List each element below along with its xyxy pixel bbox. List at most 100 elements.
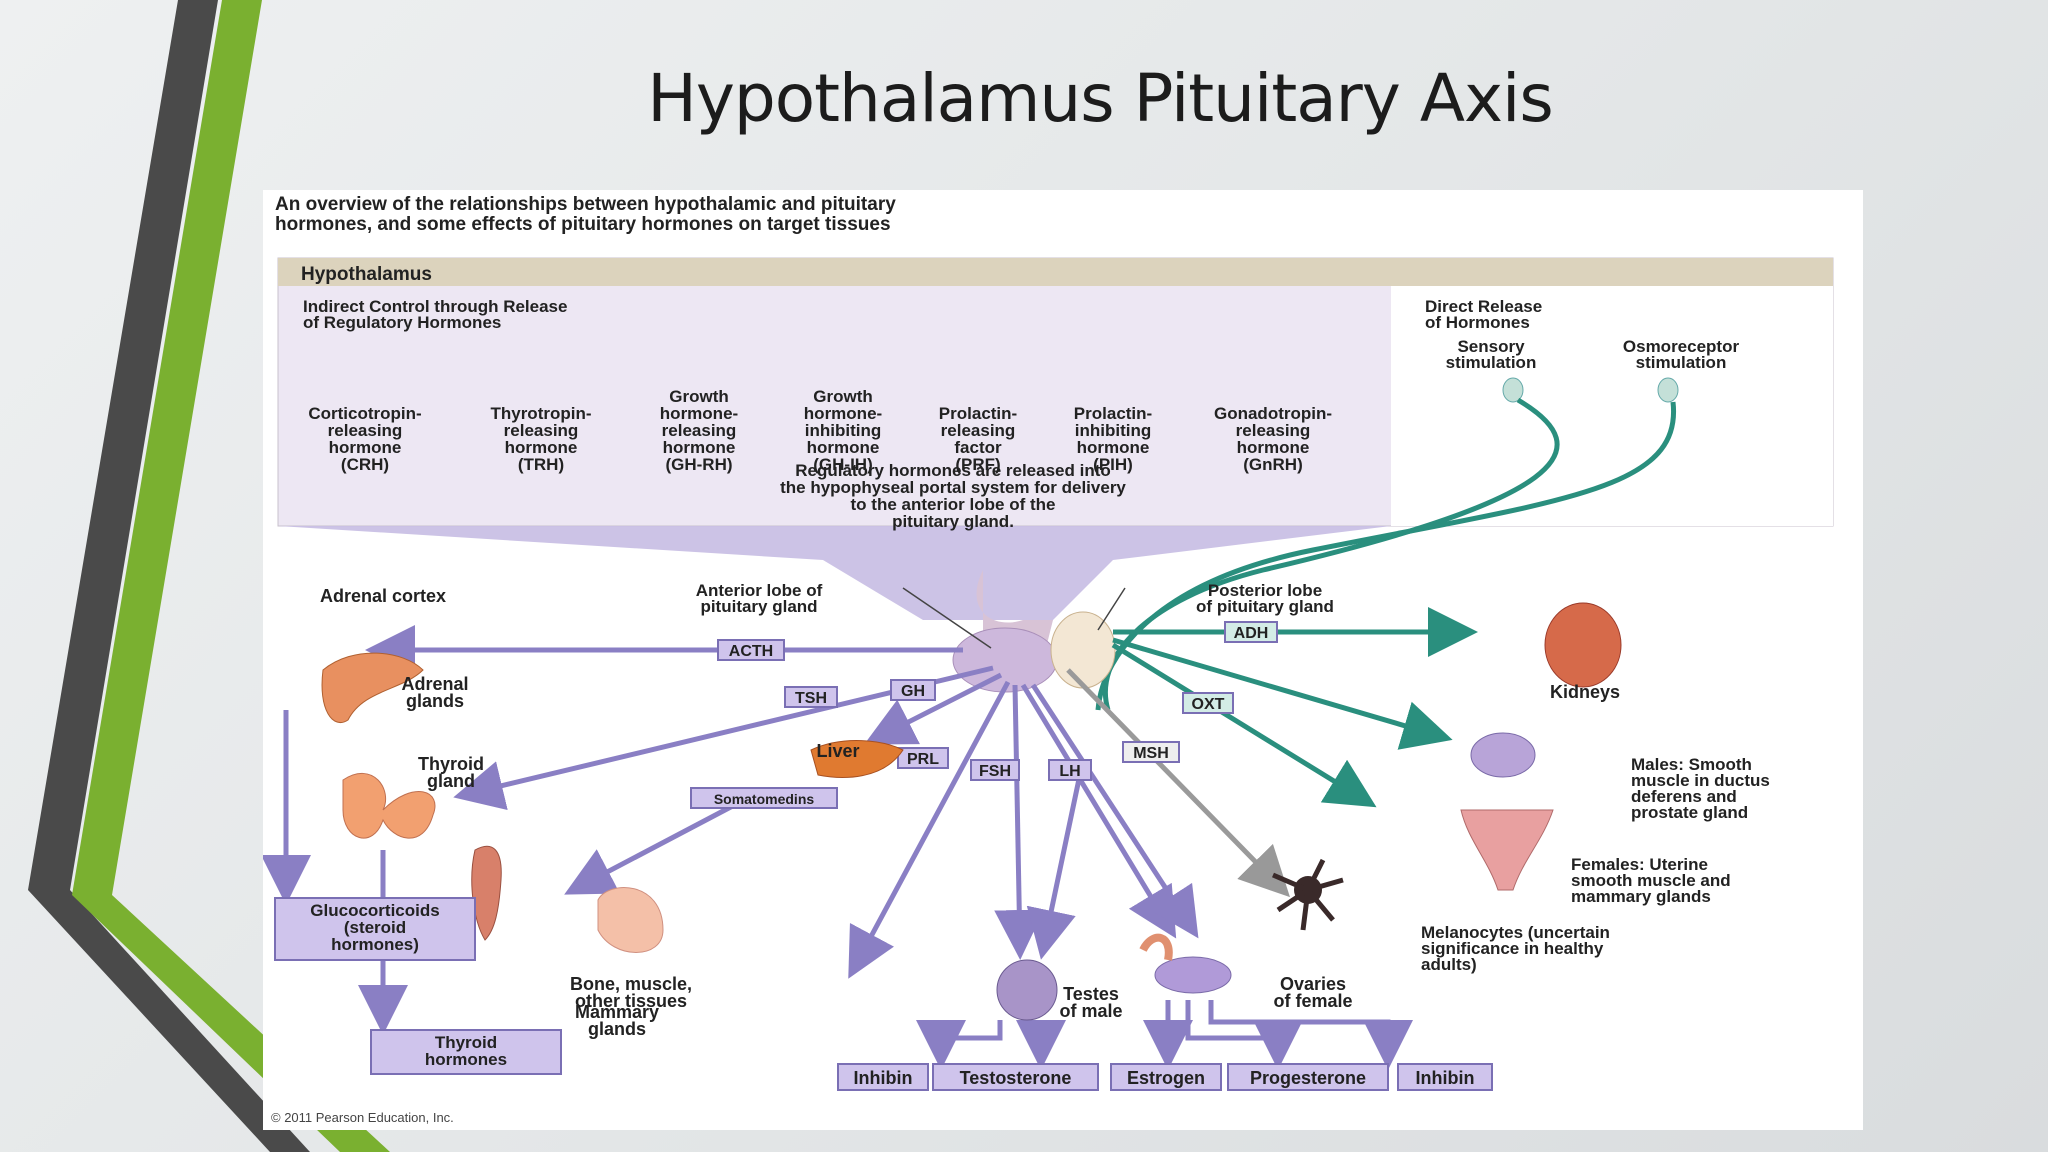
stimulus-labels: SensorystimulationOsmoreceptorstimulatio… [1446,337,1740,372]
fsh-arrow-testes [994,684,1045,960]
regulatory-note-line-2: the hypophyseal portal system for delive… [780,478,1126,497]
hypothalamic-hormone-7-line-2: releasing [1236,421,1311,440]
adrenal-glands-label-line-2: glands [406,691,464,711]
hypothalamic-hormone-4-line-2: hormone- [804,404,882,423]
direct-release-panel [1391,286,1833,526]
hypothalamic-hormone-1-line-4: (CRH) [341,455,389,474]
glucocorticoids-label-line-1: Glucocorticoids [310,901,439,920]
hypothalamic-hormone-3-line-1: Growth [669,387,729,406]
prl-arrow [848,680,1011,979]
mammary-glands-label-line-2: glands [588,1019,646,1039]
tag-acth: ACTH [729,643,773,660]
dark-accent-bar [28,0,310,1152]
tag-gh: GH [901,683,925,700]
product-boxes: Glucocorticoids(steroidhormones)Thyroidh… [274,897,1493,1091]
hypothalamus-header: Hypothalamus [301,264,432,285]
posterior-lobe-leader [1097,587,1126,631]
sensory-neuron-icon [1502,377,1524,403]
bone-muscle-label-line-1: Bone, muscle, [570,974,692,994]
kidneys-label: Kidneys [1550,682,1620,702]
anterior-lobe-label-line-2: pituitary gland [700,597,817,616]
testes-label-line-2: of male [1059,1001,1122,1021]
fallopian-tube-icon [1139,933,1173,961]
testosterone-label: Testosterone [960,1068,1072,1088]
hypothalamic-hormone-1-line-3: hormone [329,438,402,457]
hypothalamic-hormone-7-line-4: (GnRH) [1243,455,1302,474]
adrenal-glands-label-line-1: Adrenal [401,674,468,694]
ovaries-inhibin-arrow [1208,1000,1413,1070]
regulatory-note: Regulatory hormones are released intothe… [780,461,1126,531]
progesterone-box [1227,1063,1389,1091]
slide-title: Hypothalamus Pituitary Axis [647,60,1554,137]
adrenal-gland-icon [321,652,424,723]
hypothalamic-hormone-6-line-1: Prolactin- [1074,404,1152,423]
uterus-icon [1460,809,1554,891]
figure-caption-line1: An overview of the relationships between… [275,194,896,215]
lh-arrow-ovaries [1030,683,1199,939]
tag-acth-box [717,639,785,661]
regulatory-note-line-1: Regulatory hormones are released into [795,461,1111,480]
hypothalamic-hormone-6-line-4: (PIH) [1093,455,1133,474]
copyright: © 2011 Pearson Education, Inc. [271,1110,454,1125]
ovaries-label-line-1: Ovaries [1280,974,1346,994]
indirect-control-title-2: of Regulatory Hormones [303,313,501,332]
estrogen-label: Estrogen [1127,1068,1205,1088]
glucocorticoids-box [274,897,476,961]
hypothalamic-hormone-labels: Corticotropin-releasinghormone(CRH)Thyro… [308,387,1332,474]
tag-tsh: TSH [795,690,827,707]
lh-arrow-testes [1026,759,1086,960]
inhibin-male-label: Inhibin [854,1068,913,1088]
males-target-label-line-1: Males: Smooth [1631,755,1752,774]
posterior-lobe-label-line-2: of pituitary gland [1196,597,1334,616]
inhibin-female-box [1397,1063,1493,1091]
liver-label: Liver [816,741,859,761]
portal-funnel [278,526,1391,620]
oxt-arrow-females [1111,642,1377,808]
mammary-glands-label-line-1: Mammary [575,1002,659,1022]
osmoreceptor-neuron-icon [1657,377,1679,403]
green-accent-bar [72,0,390,1152]
hypothalamic-hormone-2-line-2: releasing [504,421,579,440]
estrogen-box [1110,1063,1222,1091]
hypothalamic-hormone-6-line-2: inhibiting [1075,421,1151,440]
hypothalamic-hormone-4-line-3: inhibiting [805,421,881,440]
hypothalamic-hormone-5-line-3: factor [954,438,1002,457]
testes-icon [996,959,1058,1021]
hypothalamic-hormone-3-line-5: (GH-RH) [665,455,732,474]
hypothalamic-hormone-2-line-3: hormone [505,438,578,457]
hpa-diagram: An overview of the relationships between… [263,190,1863,1130]
diagram-canvas: An overview of the relationships between… [263,194,1834,1125]
bone-muscle-label-line-2: other tissues [575,991,687,1011]
tag-gh-box [890,679,936,701]
ovaries-icon [1154,956,1232,994]
hypothalamic-hormone-6-line-3: hormone [1077,438,1150,457]
target-labels: Adrenal cortexAdrenalglandsThyroidglandL… [320,586,1770,1039]
hypothalamic-hormone-2-line-4: (TRH) [518,455,564,474]
hypothalamic-hormone-3-line-2: hormone- [660,404,738,423]
hypothalamic-hormone-4-line-4: hormone [807,438,880,457]
tag-msh: MSH [1133,745,1169,762]
tag-somatomedins: Somatomedins [714,791,815,807]
glucocorticoids-label-line-3: hormones) [331,935,419,954]
tag-oxt: OXT [1192,696,1225,713]
adrenal-cortex-label: Adrenal cortex [320,586,446,606]
melanocyte-icon [1272,858,1344,931]
inhibin-female-label: Inhibin [1416,1068,1475,1088]
thyroid-hormones-label-line-2: hormones [425,1050,507,1069]
ovaries-label-line-2: of female [1273,991,1352,1011]
direct-release-title-2: of Hormones [1425,313,1530,332]
figure-caption-line2: hormones, and some effects of pituitary … [275,214,891,235]
liver-icon [810,740,904,778]
hypothalamic-hormone-4-line-5: (GH-IH) [813,455,872,474]
hypothalamic-hormone-7-line-1: Gonadotropin- [1214,404,1332,423]
males-target-label-line-2: muscle in ductus [1631,771,1770,790]
hypothalamic-hormone-1-line-2: releasing [328,421,403,440]
melanocytes-label-line-1: Melanocytes (uncertain [1421,923,1610,942]
stimulus-sensory-line-2: stimulation [1446,353,1537,372]
tag-somatomedins-box [690,787,838,809]
hypothalamus-header-bar [278,258,1833,286]
posterior-pathways [1111,607,1478,808]
stimulus-sensory-line-1: Sensory [1457,337,1525,356]
